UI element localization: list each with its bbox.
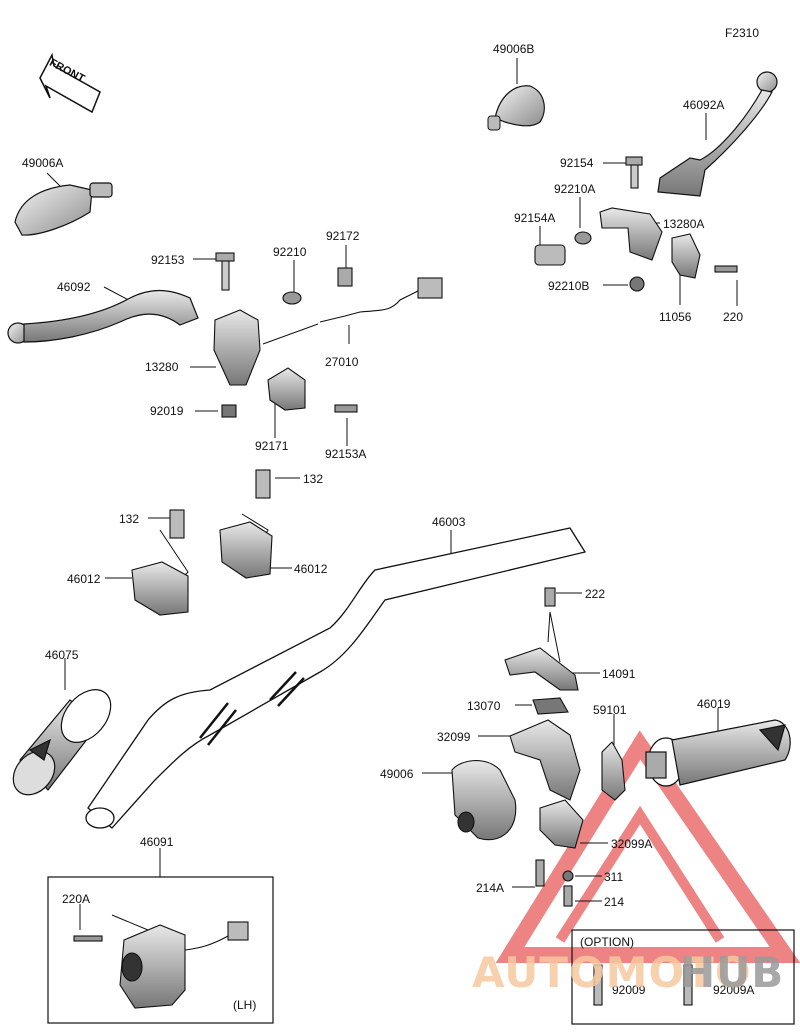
option-label: (OPTION) [580, 935, 634, 949]
lever-46092 [7, 289, 199, 344]
grip-46075 [12, 689, 112, 796]
part-label-92154a: 92154A [514, 211, 556, 225]
watermark-text-automoto: AUTOMOTO [472, 948, 752, 997]
part-label-214: 214 [604, 895, 625, 909]
lever-46092a [657, 71, 778, 197]
front-arrow-icon [39, 52, 101, 114]
figure-code: F2310 [725, 26, 760, 40]
part-label-14091: 14091 [602, 667, 636, 681]
part-label-311: 311 [604, 870, 624, 884]
part-label-220a: 220A [62, 892, 91, 906]
clamp-46012-left [131, 509, 189, 616]
cap-49006b [487, 85, 545, 131]
watermark-text-hub: HUB [680, 948, 785, 997]
throttle-assembly [451, 587, 626, 907]
part-label-49006a: 49006A [22, 156, 64, 170]
part-label-92171: 92171 [255, 439, 289, 453]
part-label-59101: 59101 [593, 703, 627, 717]
watermark-logo [495, 730, 800, 963]
part-label-46092: 46092 [57, 280, 91, 294]
part-label-27010: 27010 [325, 355, 359, 369]
part-label-49006: 49006 [380, 767, 414, 781]
option-bolts [593, 964, 693, 1006]
part-label-46019: 46019 [697, 697, 731, 711]
part-label-46092a: 46092A [683, 98, 725, 112]
part-label-13070: 13070 [467, 699, 501, 713]
part-label-92172: 92172 [326, 229, 360, 243]
part-label-92210b: 92210B [548, 279, 590, 293]
part-label-222: 222 [585, 587, 606, 601]
part-label-92153: 92153 [151, 253, 185, 267]
part-label-46075: 46075 [45, 648, 79, 662]
part-label-92009: 92009 [612, 983, 646, 997]
cap-49006a [14, 182, 113, 236]
part-label-132-upper: 132 [303, 472, 324, 486]
clamp-46012-right [219, 469, 273, 579]
part-label-46012-right: 46012 [294, 562, 328, 576]
switch-46091 [73, 921, 249, 1009]
part-label-92210: 92210 [273, 245, 307, 259]
switch-46091-frame [47, 876, 274, 1024]
part-label-92210a: 92210A [554, 182, 596, 196]
part-label-32099a: 32099A [611, 837, 653, 851]
lh-perch-assembly [213, 252, 443, 418]
option-frame [571, 929, 795, 1025]
rh-clamp-assembly [534, 156, 738, 292]
grip-46019 [645, 719, 791, 787]
part-label-32099: 32099 [437, 730, 471, 744]
part-label-132-lower: 132 [119, 512, 140, 526]
lh-label: (LH) [233, 998, 257, 1012]
part-label-92153a: 92153A [325, 447, 367, 461]
part-label-13280a: 13280A [663, 217, 705, 231]
part-label-46003: 46003 [432, 515, 466, 529]
part-label-92009a: 92009A [713, 983, 755, 997]
part-label-214a: 214A [476, 881, 505, 895]
part-label-92019: 92019 [150, 404, 184, 418]
part-label-49006b: 49006B [493, 42, 535, 56]
part-label-46012-left: 46012 [67, 572, 101, 586]
part-label-13280: 13280 [145, 360, 179, 374]
handlebar-46003 [85, 527, 587, 829]
part-label-46091: 46091 [140, 835, 174, 849]
part-label-92154: 92154 [560, 156, 594, 170]
part-label-220: 220 [723, 310, 744, 324]
part-label-11056: 11056 [659, 310, 692, 324]
